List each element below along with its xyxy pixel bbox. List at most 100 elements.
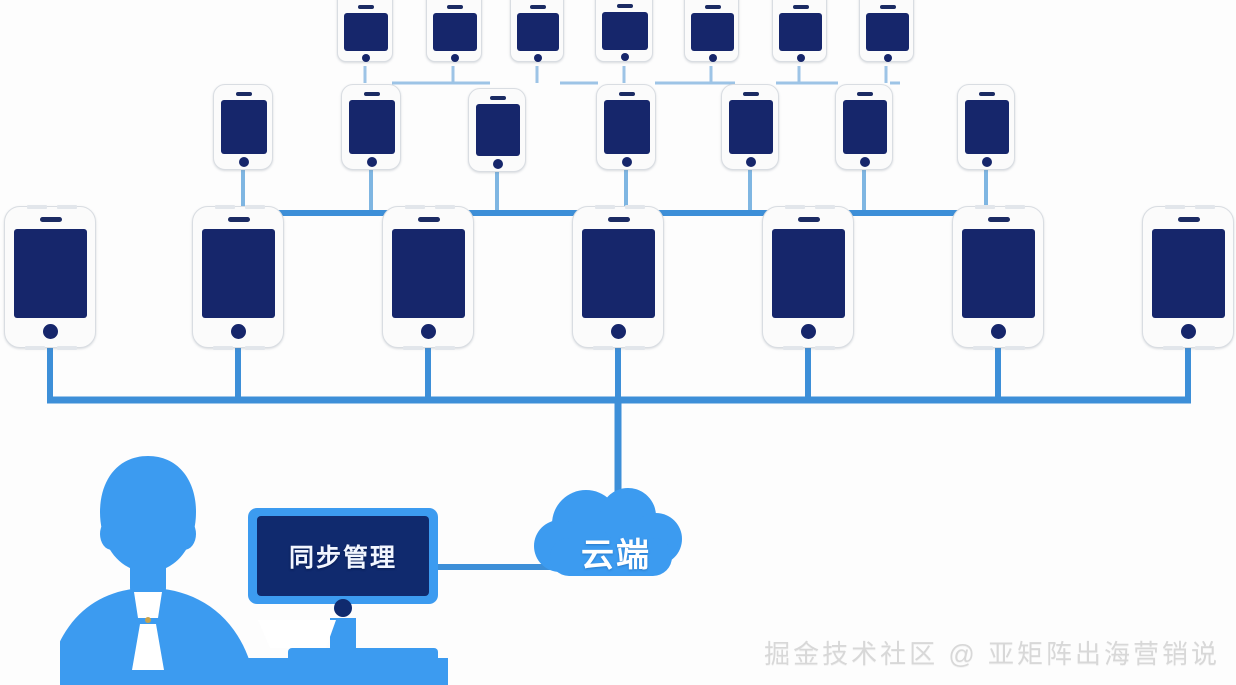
phone-screen	[476, 104, 520, 156]
phone-bottom-nub	[403, 346, 423, 350]
phone-screen	[604, 100, 650, 154]
phone-screen	[392, 229, 465, 318]
phone-home-button[interactable]	[860, 157, 870, 167]
phone-screen	[14, 229, 87, 318]
phone-speaker-icon	[1178, 217, 1200, 222]
phone-top-7[interactable]	[859, 0, 914, 62]
phone-screen	[602, 12, 648, 50]
phone-top-nub	[1005, 205, 1025, 209]
phone-top-nub	[625, 205, 645, 209]
phone-home-button[interactable]	[239, 157, 249, 167]
phone-speaker-icon	[793, 5, 809, 9]
phone-middle-6[interactable]	[835, 84, 893, 170]
phone-screen	[691, 13, 734, 51]
phone-bottom-1[interactable]	[4, 205, 96, 350]
phone-speaker-icon	[857, 92, 873, 96]
phone-bottom-7[interactable]	[1142, 205, 1234, 350]
phone-top-3[interactable]	[510, 0, 564, 62]
phone-top-nub	[1165, 205, 1185, 209]
phone-home-button[interactable]	[451, 54, 459, 62]
phone-speaker-icon	[490, 96, 506, 100]
phone-top-nub	[785, 205, 805, 209]
phone-middle-2[interactable]	[341, 84, 401, 170]
sync-management-monitor[interactable]: 同步管理	[248, 508, 438, 604]
phone-speaker-icon	[364, 92, 380, 96]
phone-screen	[962, 229, 1035, 318]
phone-screen	[517, 13, 559, 51]
phone-screen	[729, 100, 773, 154]
phone-home-button[interactable]	[801, 324, 816, 339]
phone-top-6[interactable]	[772, 0, 827, 62]
phone-home-button[interactable]	[231, 324, 246, 339]
phone-bottom-nub	[625, 346, 645, 350]
phone-screen	[1152, 229, 1225, 318]
phone-home-button[interactable]	[43, 324, 58, 339]
phone-speaker-icon	[530, 5, 546, 9]
phone-middle-1[interactable]	[213, 84, 273, 170]
phone-home-button[interactable]	[421, 324, 436, 339]
phone-bottom-nub	[1163, 346, 1183, 350]
phone-top-nub	[57, 205, 77, 209]
phone-home-button[interactable]	[709, 54, 717, 62]
phone-bottom-nub	[1195, 346, 1215, 350]
phone-top-nub	[405, 205, 425, 209]
phone-home-button[interactable]	[534, 54, 542, 62]
phone-speaker-icon	[880, 5, 896, 9]
phone-bottom-5[interactable]	[762, 205, 854, 350]
phone-bottom-4[interactable]	[572, 205, 664, 350]
phone-top-nub	[215, 205, 235, 209]
phone-bottom-2[interactable]	[192, 205, 284, 350]
phone-home-button[interactable]	[493, 159, 503, 169]
phone-bottom-nub	[435, 346, 455, 350]
phone-top-nub	[815, 205, 835, 209]
phone-top-2[interactable]	[426, 0, 482, 62]
phone-screen	[221, 100, 267, 154]
phone-top-5[interactable]	[684, 0, 739, 62]
phone-speaker-icon	[358, 5, 374, 9]
phone-home-button[interactable]	[982, 157, 992, 167]
phone-screen	[965, 100, 1009, 154]
phone-top-nub	[975, 205, 995, 209]
phone-home-button[interactable]	[367, 157, 377, 167]
phone-speaker-icon	[619, 92, 635, 96]
phone-middle-4[interactable]	[596, 84, 656, 170]
phone-top-1[interactable]	[337, 0, 393, 62]
phone-bottom-nub	[57, 346, 77, 350]
monitor-label: 同步管理	[288, 544, 397, 572]
phone-bottom-nub	[245, 346, 265, 350]
phone-home-button[interactable]	[621, 53, 629, 61]
cloud-shape[interactable]	[524, 484, 694, 594]
phone-screen	[433, 13, 477, 51]
operator-silhouette	[60, 456, 256, 685]
phone-bottom-6[interactable]	[952, 205, 1044, 350]
phone-speaker-icon	[608, 217, 630, 222]
phone-top-nub	[245, 205, 265, 209]
phone-home-button[interactable]	[797, 54, 805, 62]
phone-middle-3[interactable]	[468, 88, 526, 172]
phone-home-button[interactable]	[622, 157, 632, 167]
phone-bottom-3[interactable]	[382, 205, 474, 350]
phone-middle-5[interactable]	[721, 84, 779, 170]
phone-bottom-nub	[25, 346, 45, 350]
phone-home-button[interactable]	[991, 324, 1006, 339]
watermark-text: 掘金技术社区 @ 亚矩阵出海营销说	[764, 639, 1220, 669]
phone-top-nub	[595, 205, 615, 209]
phone-speaker-icon	[798, 217, 820, 222]
phone-screen	[349, 100, 395, 154]
phone-speaker-icon	[447, 5, 463, 9]
phone-bottom-nub	[815, 346, 835, 350]
phone-speaker-icon	[743, 92, 759, 96]
phone-home-button[interactable]	[611, 324, 626, 339]
phone-speaker-icon	[40, 217, 62, 222]
phone-speaker-icon	[979, 92, 995, 96]
phone-speaker-icon	[705, 5, 721, 9]
phone-speaker-icon	[617, 4, 633, 8]
phone-home-button[interactable]	[1181, 324, 1196, 339]
phone-home-button[interactable]	[884, 54, 892, 62]
phone-middle-7[interactable]	[957, 84, 1015, 170]
phone-home-button[interactable]	[362, 54, 370, 62]
phone-bottom-nub	[1005, 346, 1025, 350]
phone-top-4[interactable]	[595, 0, 653, 62]
phone-home-button[interactable]	[746, 157, 756, 167]
